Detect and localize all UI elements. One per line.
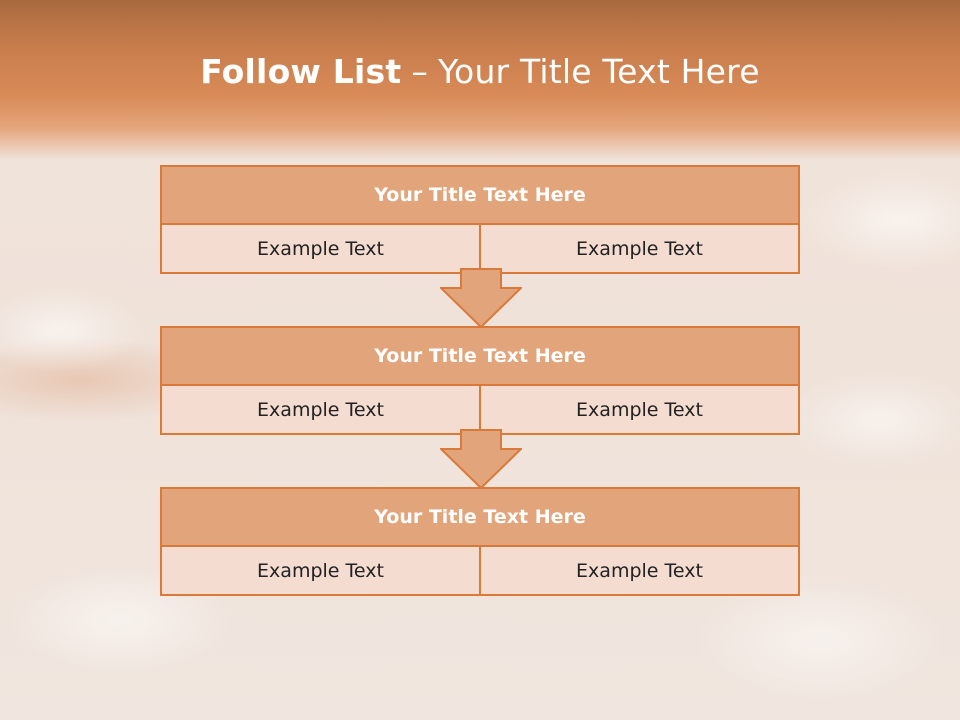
block-cell-left: Example Text: [257, 559, 384, 582]
list-block-3: Your Title Text Here Example Text Exampl…: [160, 487, 800, 596]
block-row: Example Text Example Text: [162, 225, 798, 272]
slide-title-bold: Follow List: [200, 52, 402, 91]
block-row: Example Text Example Text: [162, 547, 798, 594]
slide-title-rest: Your Title Text Here: [438, 52, 760, 91]
block-title: Your Title Text Here: [162, 328, 798, 386]
title-band: [0, 0, 960, 160]
block-cell-left: Example Text: [257, 398, 384, 421]
block-cell-right: Example Text: [479, 225, 798, 272]
block-title: Your Title Text Here: [162, 489, 798, 547]
down-arrow-icon: [440, 429, 522, 489]
slide-title-separator: –: [411, 52, 429, 91]
block-cell-right: Example Text: [479, 547, 798, 594]
block-row: Example Text Example Text: [162, 386, 798, 433]
slide-title: Follow List–Your Title Text Here: [0, 52, 960, 91]
block-title: Your Title Text Here: [162, 167, 798, 225]
down-arrow-icon: [440, 268, 522, 328]
block-cell-right: Example Text: [479, 386, 798, 433]
list-block-1: Your Title Text Here Example Text Exampl…: [160, 165, 800, 274]
list-block-2: Your Title Text Here Example Text Exampl…: [160, 326, 800, 435]
block-cell-left: Example Text: [257, 237, 384, 260]
